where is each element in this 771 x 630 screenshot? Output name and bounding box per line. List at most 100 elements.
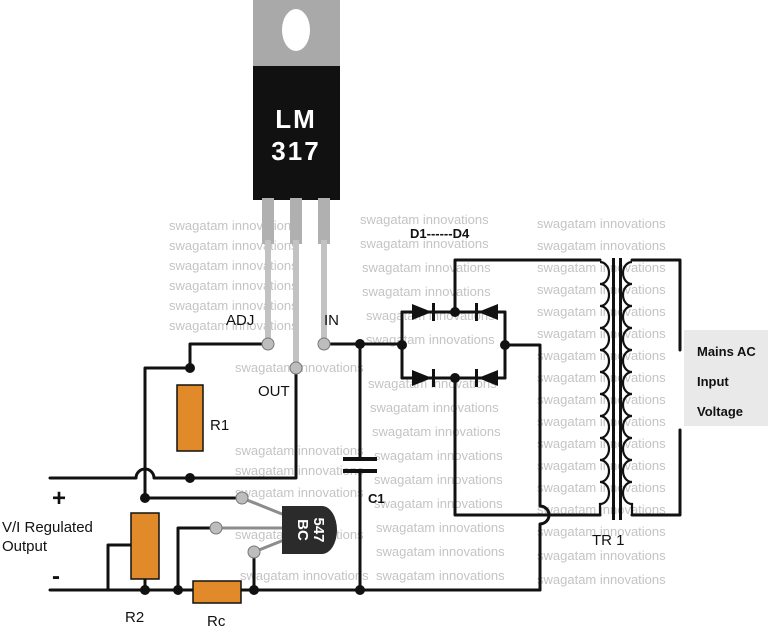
transistor-leads — [214, 496, 286, 554]
junction-dot — [355, 339, 365, 349]
diode-bridge — [412, 303, 498, 387]
watermark: swagatam innovations — [370, 400, 499, 415]
junction-dot — [249, 585, 259, 595]
ic-label-line1: LM — [275, 104, 317, 134]
watermark: swagatam innovations — [240, 568, 369, 583]
watermark: swagatam innovations — [537, 436, 666, 451]
adj-pin-dot — [261, 337, 275, 351]
watermark: swagatam innovations — [169, 218, 298, 233]
label-r1: R1 — [210, 417, 229, 434]
junction-dot — [500, 340, 510, 350]
resistor-r2 — [130, 512, 160, 580]
watermark: swagatam innovations — [372, 424, 501, 439]
watermark: swagatam innovations — [537, 348, 666, 363]
wire-base — [176, 526, 218, 592]
watermark: swagatam innovations — [169, 278, 298, 293]
watermark: swagatam innovations — [169, 238, 298, 253]
capacitor-plate-bottom — [343, 469, 377, 473]
watermark: swagatam innovations — [374, 472, 503, 487]
watermark: swagatam innovations — [537, 370, 666, 385]
junction-dot — [185, 473, 195, 483]
label-transformer: TR 1 — [592, 532, 625, 549]
pin-dots — [209, 337, 331, 559]
transformer-core-line-b — [619, 258, 622, 520]
in-pin-dot — [317, 337, 331, 351]
transformer-primary-coil — [621, 260, 634, 515]
wire-plus-output — [48, 467, 192, 480]
emitter-pin-dot — [247, 545, 261, 559]
ic-pin-adj-top — [262, 198, 274, 244]
transformer-secondary-coil — [598, 260, 611, 515]
base-pin-dot — [209, 521, 223, 535]
watermark: swagatam innovations — [537, 480, 666, 495]
output-label-line2: Output — [2, 538, 48, 555]
transformer-core-line-a — [612, 258, 615, 520]
collector-pin-dot — [235, 491, 249, 505]
junction-dot — [173, 585, 183, 595]
watermark: swagatam innovations — [376, 544, 505, 559]
watermark: swagatam innovations — [362, 284, 491, 299]
transformer-tr1 — [598, 258, 634, 520]
watermark: swagatam innovations — [537, 392, 666, 407]
junction-dot — [450, 307, 460, 317]
diode-d4 — [478, 370, 498, 386]
junction-dot — [355, 585, 365, 595]
watermark: swagatam innovations — [374, 496, 503, 511]
watermark: swagatam innovations — [362, 260, 491, 275]
watermark: swagatam innovations — [537, 502, 666, 517]
diode-d2-bar — [475, 303, 478, 321]
wire-primary-top — [630, 258, 682, 352]
watermark: swagatam innovations — [537, 238, 666, 253]
junction-dot — [450, 373, 460, 383]
watermark: swagatam innovations — [360, 212, 489, 227]
watermark: swagatam innovations — [537, 326, 666, 341]
watermark: swagatam innovations — [360, 236, 489, 251]
label-in: IN — [324, 312, 339, 329]
label-r2: R2 — [125, 609, 144, 626]
label-adj: ADJ — [226, 312, 254, 329]
ic-lead-in — [321, 240, 327, 344]
ic-lead-out — [293, 240, 299, 368]
watermark: swagatam innovations — [537, 548, 666, 563]
resistor-rc — [192, 580, 242, 604]
watermark: swagatam innovations — [537, 282, 666, 297]
transistor-body — [282, 506, 337, 554]
capacitor-plate-top — [343, 457, 377, 461]
mains-label-line3: Voltage — [697, 404, 743, 419]
diode-d4-bar — [475, 369, 478, 387]
watermark: swagatam innovations — [235, 463, 364, 478]
watermark: swagatam innovations — [537, 260, 666, 275]
wire-secondary-top — [453, 258, 602, 314]
label-c1: C1 — [368, 491, 385, 506]
transistor-label-line2: 547 — [310, 517, 327, 542]
watermark: swagatam innovations — [537, 572, 666, 587]
output-minus-sign: - — [52, 563, 60, 590]
watermark: swagatam innovations — [537, 524, 666, 539]
watermark: swagatam innovations — [376, 520, 505, 535]
ic-lead-adj — [265, 240, 271, 344]
watermark: swagatam innovations — [235, 485, 364, 500]
output-plus-sign: + — [52, 485, 66, 512]
watermark: swagatam innovations — [537, 304, 666, 319]
diode-d1 — [412, 304, 432, 320]
watermark: swagatam innovations — [537, 414, 666, 429]
label-out: OUT — [258, 383, 290, 400]
junction-dot — [397, 340, 407, 350]
diode-d2 — [478, 304, 498, 320]
watermark: swagatam innovations — [374, 448, 503, 463]
mains-label-line2: Input — [697, 374, 729, 389]
diode-d1-bar — [432, 303, 435, 321]
watermark: swagatam innovations — [169, 298, 298, 313]
capacitor-c1 — [343, 457, 377, 473]
watermark: swagatam innovations — [537, 458, 666, 473]
wire-left-rail — [143, 366, 192, 500]
junction-dot — [140, 493, 150, 503]
watermark: swagatam innovations — [376, 568, 505, 583]
wire-r2-wiper — [106, 543, 134, 592]
ic-body — [253, 66, 340, 200]
transistor-bc547: BC 547 — [282, 506, 337, 554]
collector-lead — [240, 496, 284, 516]
out-pin-dot — [289, 361, 303, 375]
ic-label-line2: 317 — [271, 136, 320, 166]
